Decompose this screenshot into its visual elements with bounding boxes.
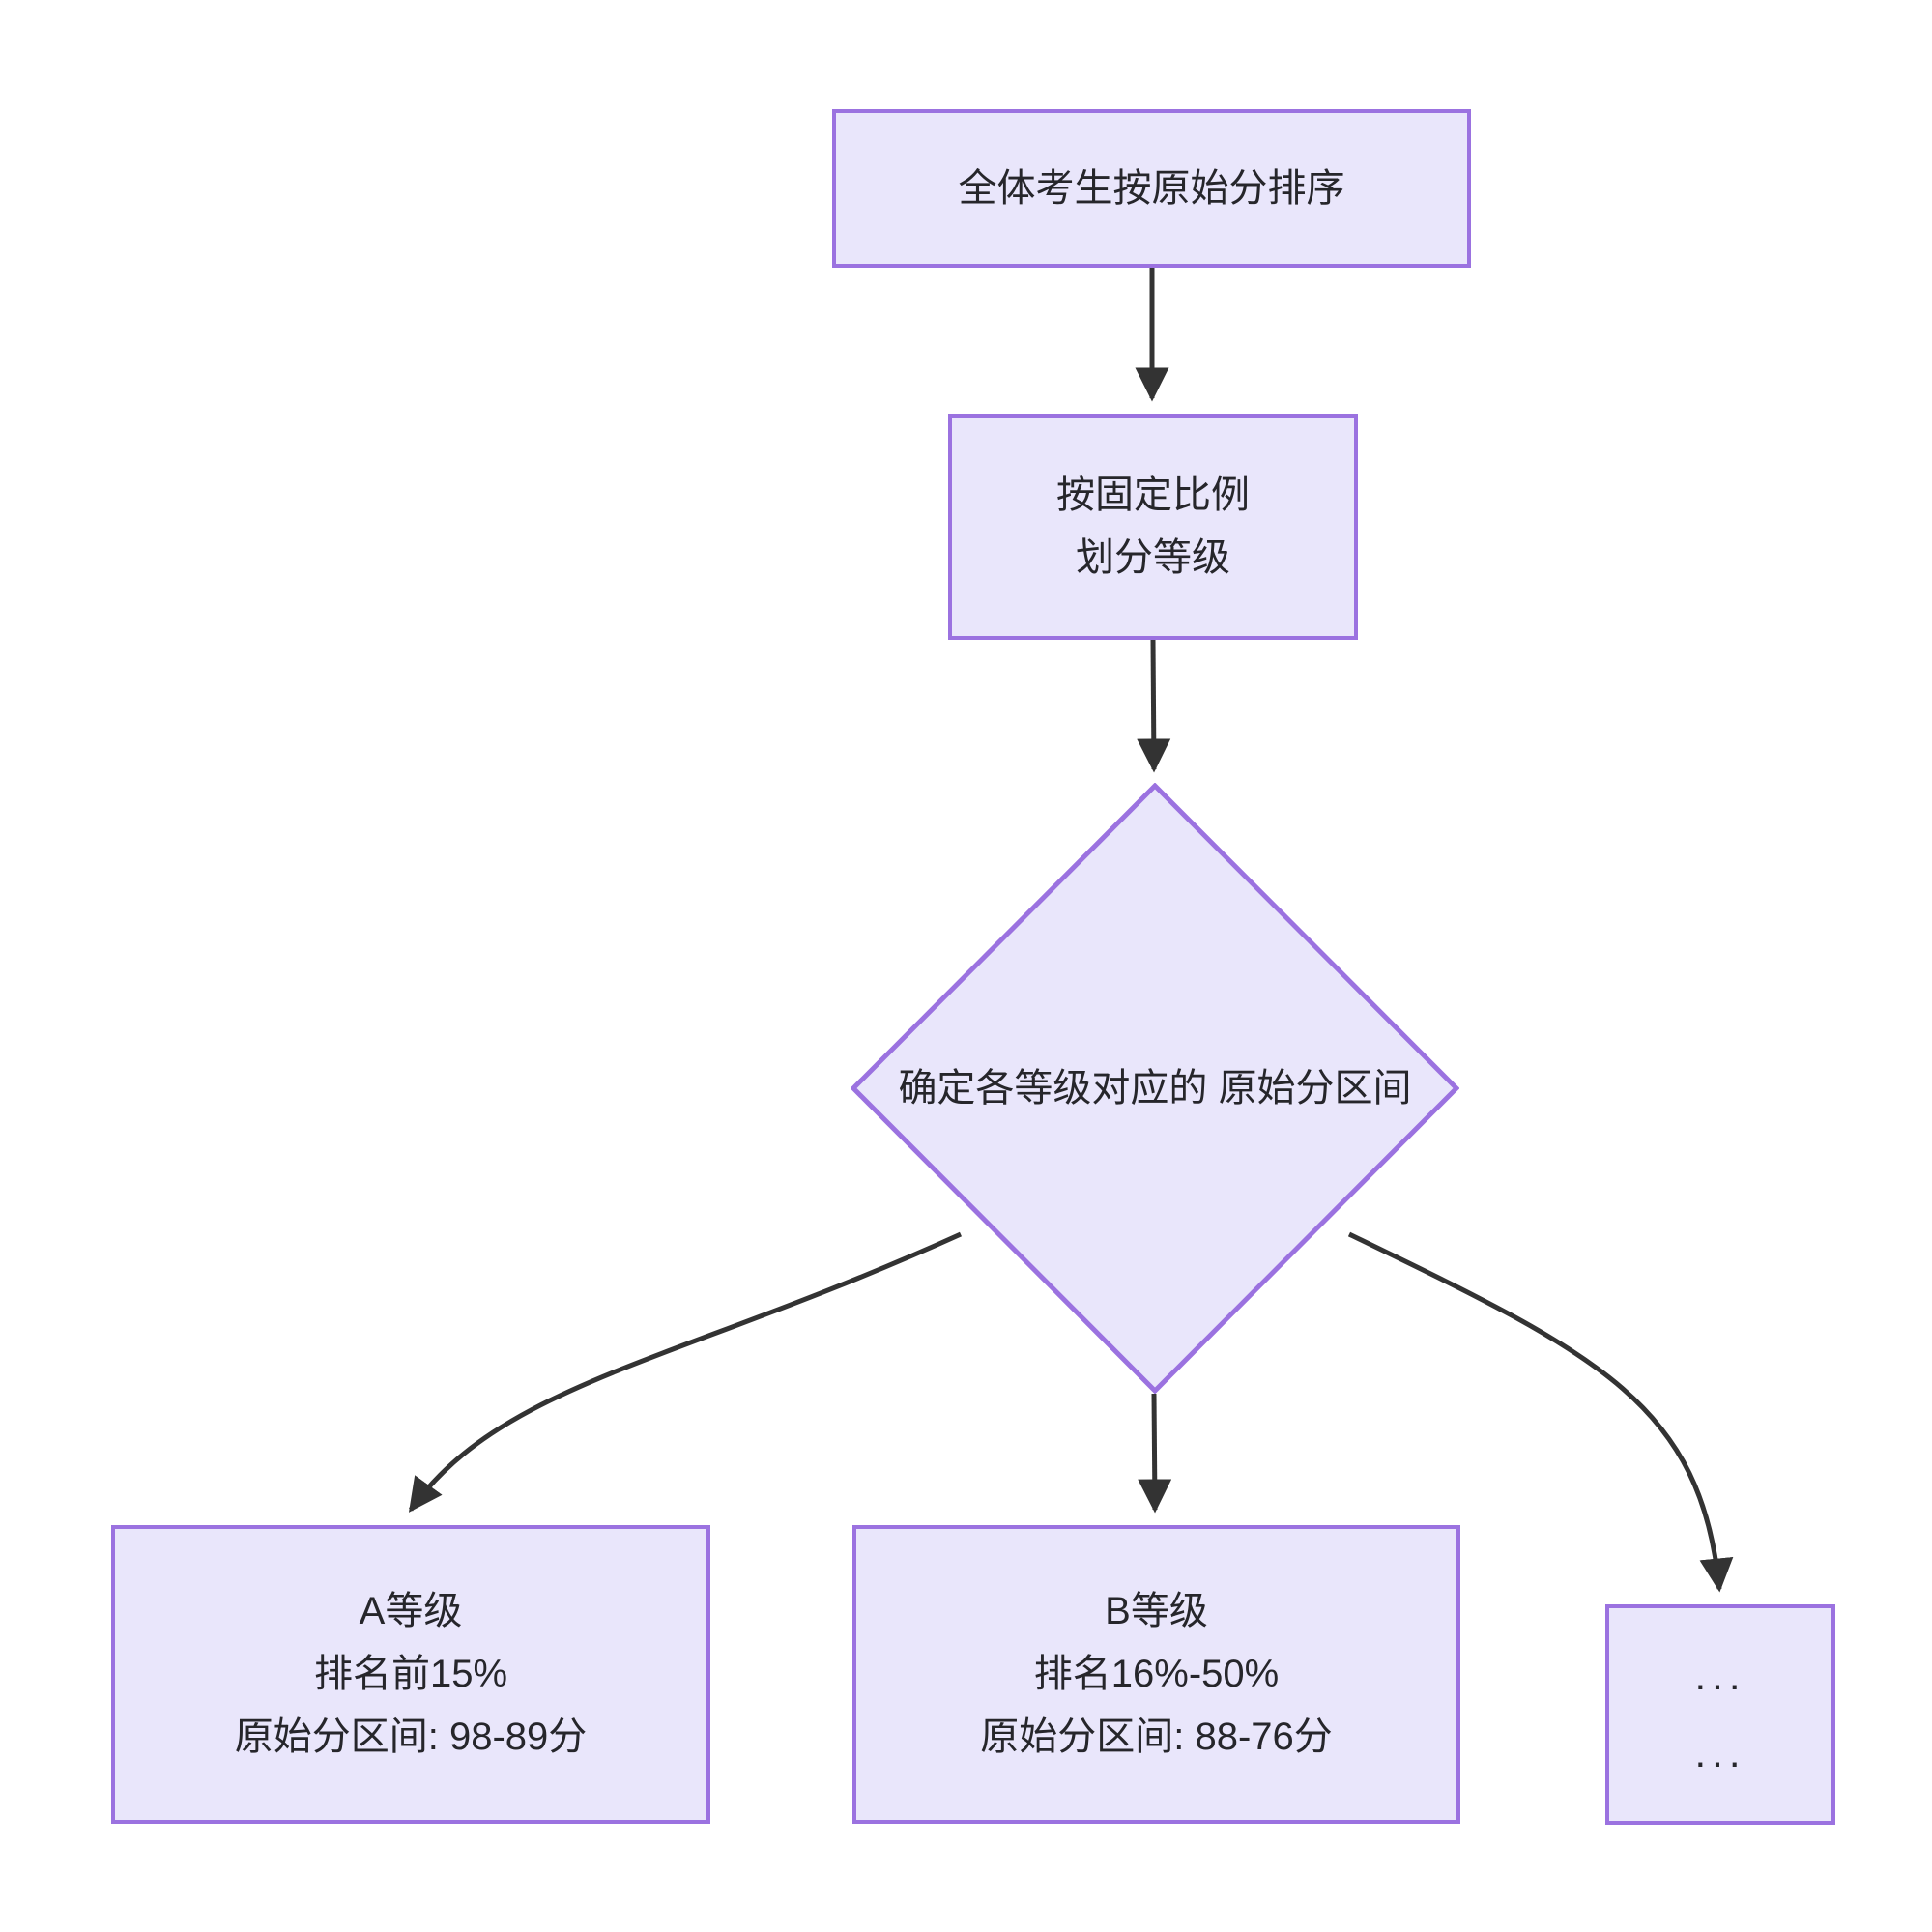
node-level-more[interactable]: ... ... — [1605, 1604, 1835, 1825]
node-level-b-line-2: 排名16%-50% — [1033, 1653, 1280, 1696]
edge-decision-to-level-b — [1138, 1393, 1172, 1514]
node-sort-line-1: 全体考生按原始分排序 — [958, 166, 1345, 210]
diamond-shape — [851, 783, 1459, 1394]
node-decision-line-1: 确定各等级对应的 — [898, 1066, 1208, 1110]
node-level-a[interactable]: A等级 排名前15% 原始分区间: 98-89分 — [111, 1525, 710, 1824]
node-decision-line-2: 原始分区间 — [1218, 1066, 1412, 1110]
node-level-more-line-1: ... — [1694, 1653, 1746, 1699]
node-level-a-line-1: A等级 — [359, 1590, 463, 1633]
node-grade-line-2: 划分等级 — [1076, 536, 1230, 579]
node-level-b[interactable]: B等级 排名16%-50% 原始分区间: 88-76分 — [852, 1525, 1460, 1824]
node-level-a-line-3: 原始分区间: 98-89分 — [234, 1715, 588, 1758]
node-grade[interactable]: 按固定比例 划分等级 — [948, 414, 1358, 640]
node-level-a-line-2: 排名前15% — [313, 1653, 508, 1696]
node-decision-label: 确定各等级对应的 原始分区间 — [898, 1057, 1411, 1120]
node-grade-line-1: 按固定比例 — [1056, 474, 1250, 517]
node-level-b-line-3: 原始分区间: 88-76分 — [980, 1715, 1333, 1758]
edge-grade-to-decision — [1137, 639, 1171, 773]
node-level-more-line-2: ... — [1694, 1730, 1746, 1775]
node-sort[interactable]: 全体考生按原始分排序 — [832, 109, 1471, 268]
node-level-b-line-1: B等级 — [1105, 1590, 1208, 1633]
node-decision[interactable]: 确定各等级对应的 原始分区间 — [851, 783, 1459, 1394]
